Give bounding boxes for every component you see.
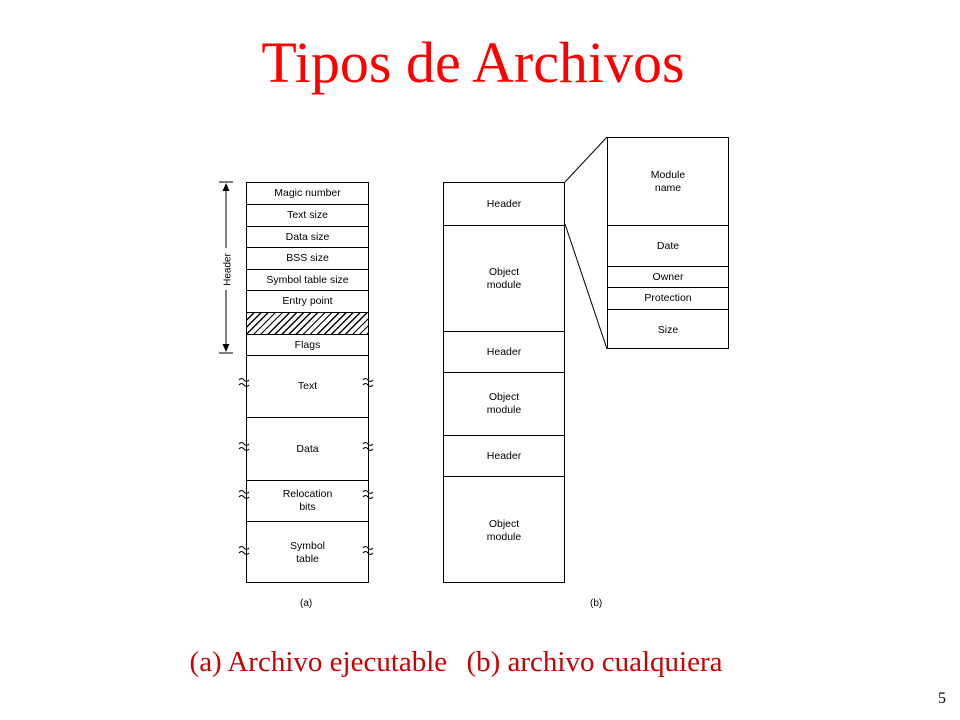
row-object-module-1: Object module [444,225,564,331]
header-bracket-arrow [219,181,233,354]
row-header-3: Header [444,435,564,476]
row-symbol-table: Symbol table [247,521,368,584]
caption-a: (a) Archivo ejecutable [189,646,448,678]
diagram-a-label: (a) [300,598,313,609]
row-symbol-table-size: Symbol table size [247,269,368,290]
detail-size: Size [608,309,728,350]
archive-file-diagram: Header Object module Header Object modul… [443,182,565,583]
slide-title: Tipos de Archivos [261,30,685,95]
row-header-1: Header [486,197,522,210]
row-relocation-bits: Relocation bits [247,480,368,521]
row-data-size: Data size [247,226,368,247]
page-number: 5 [938,690,946,707]
row-flags: Flags [247,334,368,355]
slide-caption: (a) Archivo ejecutable (b) archivo cualq… [0,646,912,679]
break-marks [238,378,374,555]
diagram-b-label: (b) [590,598,603,609]
row-object-module-3: Object module [444,476,564,584]
row-magic-number: Magic number [274,187,341,199]
row-object-module-2: Object module [444,372,564,435]
detail-date: Date [608,225,728,266]
row-header-2: Header [444,331,564,372]
executable-file-diagram: Magic number Text size Data size BSS siz… [246,182,369,583]
detail-module-name: Module name [650,168,686,194]
row-hatched-reserved [247,312,368,334]
row-bss-size: BSS size [247,247,368,269]
detail-protection: Protection [608,287,728,309]
row-text: Text [247,355,368,417]
row-entry-point: Entry point [247,290,368,312]
row-data: Data [247,417,368,480]
caption-b: (b) archivo cualquiera [466,646,723,678]
zoom-lines [564,136,608,350]
module-header-detail: Module name Date Owner Protection Size [607,137,729,349]
row-text-size: Text size [247,204,368,226]
detail-owner: Owner [608,266,728,287]
